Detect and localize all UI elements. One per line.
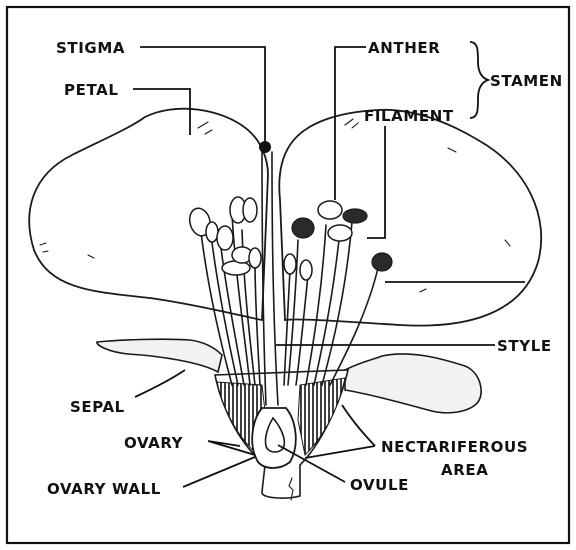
right-petal [279, 110, 541, 326]
left-sepal [97, 339, 222, 372]
right-sepal [345, 354, 481, 413]
petal-label: PETAL [64, 81, 118, 99]
stigma-label: STIGMA [56, 39, 125, 57]
nectariferous-area-right [298, 378, 345, 455]
anther-label: ANTHER [368, 39, 440, 57]
ovule-label: OVULE [350, 476, 409, 494]
nectariferous-label-line1: NECTARIFEROUS [381, 438, 528, 456]
style-label: STYLE [497, 337, 552, 355]
sepal-label: SEPAL [70, 398, 125, 416]
stamen-label: STAMEN [490, 72, 563, 90]
nectariferous-label-line2: AREA [441, 461, 488, 479]
ovary-label: OVARY [124, 434, 184, 452]
stigma-dot [259, 141, 271, 153]
filament-label: FILAMENT [364, 107, 454, 125]
ovary-wall-label: OVARY WALL [47, 480, 161, 498]
